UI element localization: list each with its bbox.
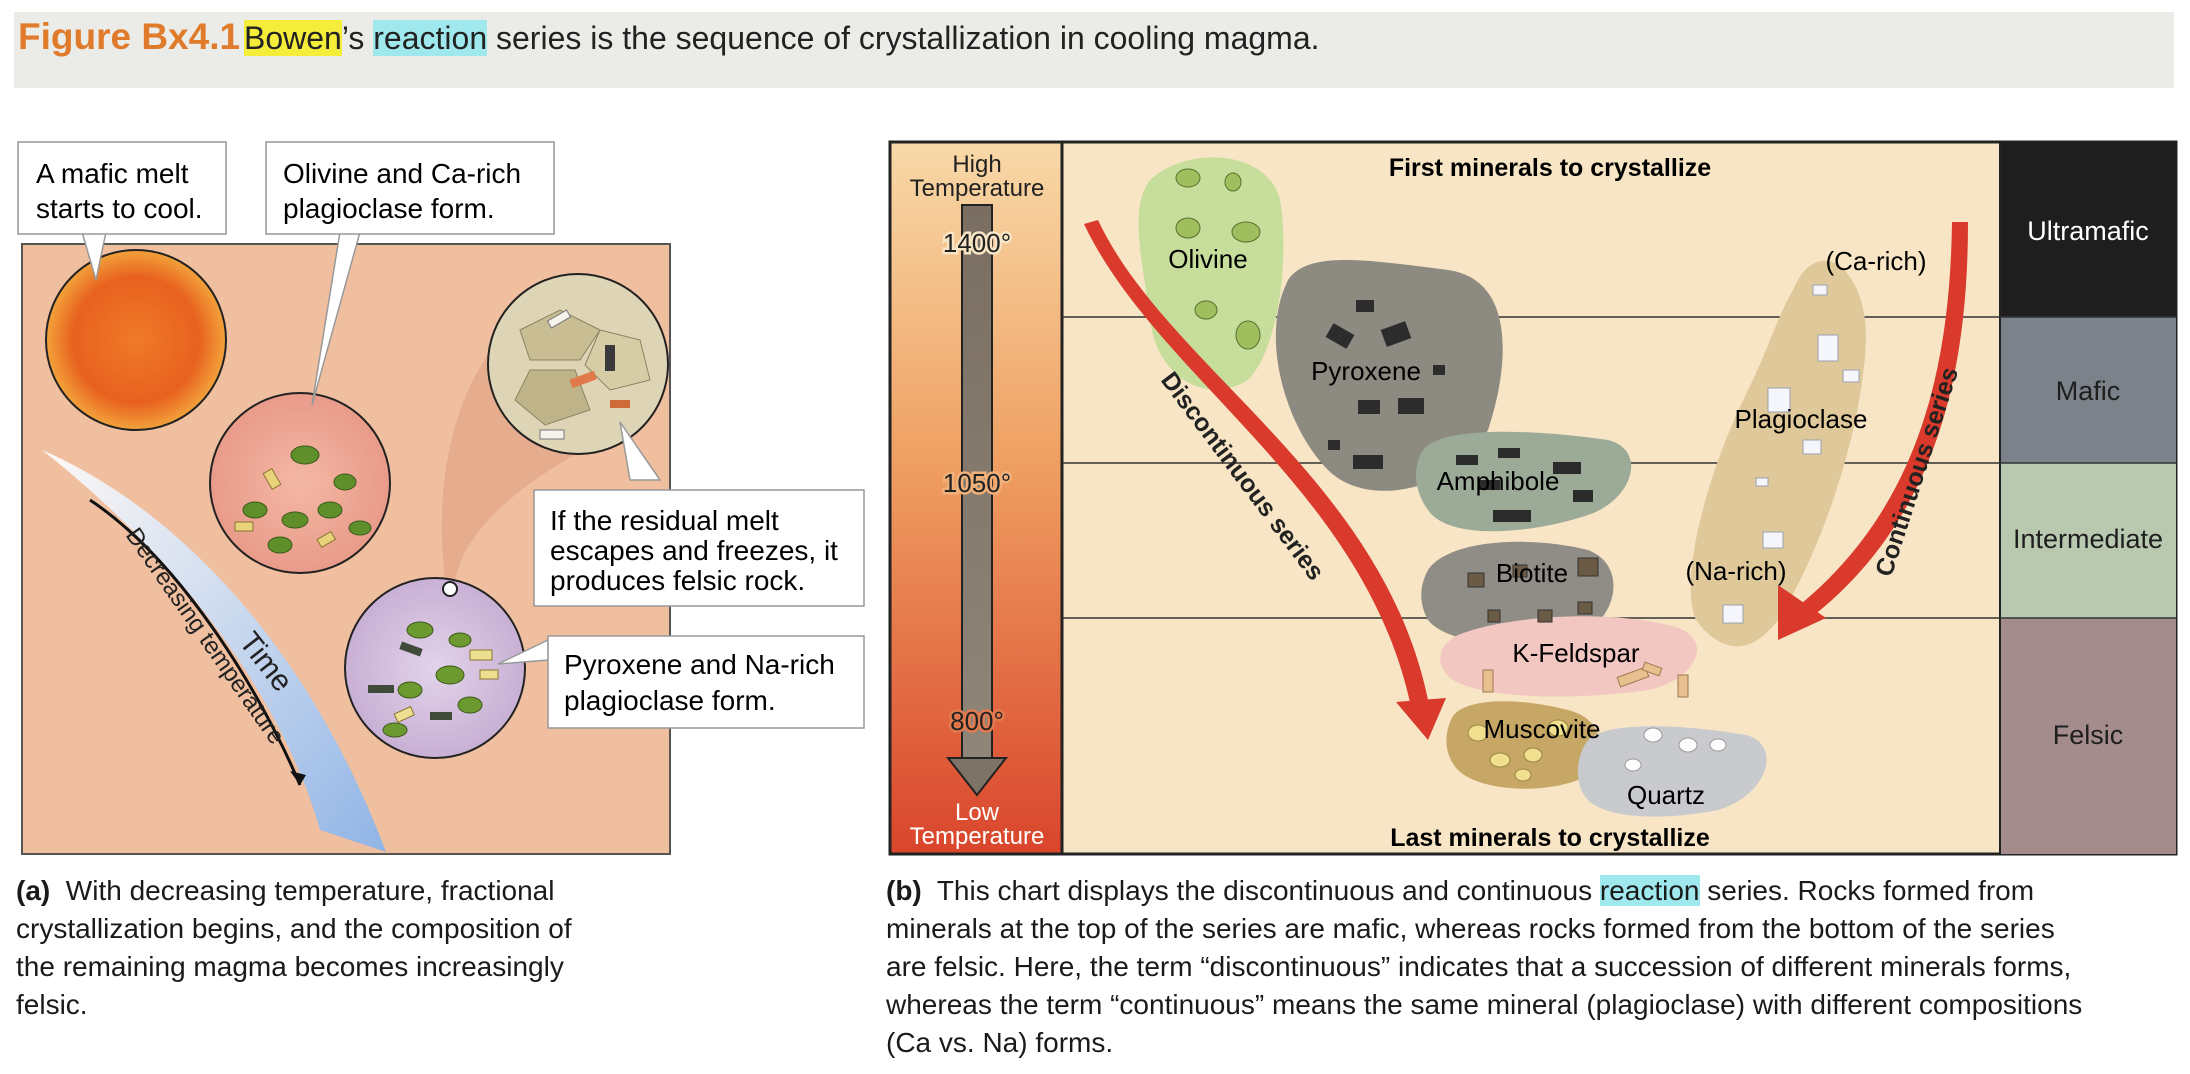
muscovite-crystals-chart — [1467, 719, 1569, 782]
mineral-muscovite: Muscovite — [1483, 714, 1600, 744]
mineral-pyroxene: Pyroxene — [1311, 356, 1421, 386]
panel-b-caption: (b) This chart displays the discontinuou… — [886, 872, 2186, 1062]
temperature-arrow-line — [89, 498, 302, 786]
temp-high-line-2: Temperature — [910, 175, 1045, 202]
panel-b-caption-line-1-pre: This chart displays the discontinuous an… — [936, 875, 1600, 906]
panel-a-caption-line-3: the remaining magma becomes increasingly — [16, 951, 564, 982]
panel-b-chart: High Temperature Low Temperature 1400° 1… — [888, 140, 2178, 856]
plagioclase-crystals-b — [393, 649, 499, 723]
rock-felsic — [2000, 618, 2176, 854]
sample-point — [442, 581, 458, 597]
felsic-rock-texture — [514, 309, 651, 440]
temp-high-line-1: High — [952, 151, 1001, 178]
time-arrow — [42, 450, 386, 852]
callout-3-line-1: If the residual melt — [550, 505, 779, 536]
mafic-melt-circle — [45, 249, 227, 431]
callout-3-pointer — [619, 421, 662, 481]
mineral-olivine: Olivine — [1168, 244, 1247, 274]
pyroxene-crystals — [368, 641, 452, 720]
biotite-crystals-chart — [1467, 557, 1599, 623]
temp-tick-1400: 1400° — [943, 228, 1011, 258]
mineral-amphibole: Amphibole — [1437, 466, 1560, 496]
panel-b-caption-line-1-post: series. Rocks formed from — [1699, 875, 2035, 906]
mineral-quartz: Quartz — [1627, 780, 1705, 810]
kfeldspar-crystals-chart — [1482, 661, 1689, 698]
panel-b-caption-line-5: (Ca vs. Na) forms. — [886, 1027, 1114, 1058]
temperature-arrow-head — [290, 771, 306, 785]
panel-a-caption-label: (a) — [16, 875, 51, 906]
olivine-crystals-b — [382, 621, 483, 738]
callout-2-line-1: Olivine and Ca-rich — [283, 158, 521, 189]
callout-2-box — [265, 141, 555, 235]
continuous-series-arrow — [1796, 222, 1968, 620]
first-minerals-label: First minerals to crystallize — [1389, 154, 1711, 182]
rock-label-mafic: Mafic — [2056, 376, 2121, 406]
mineral-na-rich: (Na-rich) — [1685, 556, 1786, 586]
mineral-biotite: Biotite — [1496, 558, 1568, 588]
quartz-crystals-chart — [1624, 727, 1727, 772]
rock-ultramafic — [2000, 142, 2176, 317]
pyroxene-crystals-chart — [1325, 300, 1445, 469]
plagioclase-crystals-chart — [1722, 284, 1860, 624]
discontinuous-series-arrow — [1084, 220, 1430, 712]
continuous-arrowhead — [1778, 585, 1826, 640]
panel-b-caption-label: (b) — [886, 875, 922, 906]
callout-4-line-1: Pyroxene and Na-rich — [564, 649, 835, 680]
panel-b-caption-line-4: whereas the term “continuous” means the … — [886, 989, 2083, 1020]
callout-3-line-3: produces felsic rock. — [550, 565, 805, 596]
callout-4-box — [547, 635, 865, 729]
temp-tick-1050: 1050° — [943, 468, 1011, 498]
thermometer-bar — [961, 204, 993, 761]
figure-title: Bowen’s reaction series is the sequence … — [244, 20, 1320, 57]
callout-4-line-2: plagioclase form. — [564, 685, 776, 716]
panel-a-diagram: Time Decreasing temperature — [17, 141, 865, 855]
panel-b-caption-line-2: minerals at the top of the series are ma… — [886, 913, 2055, 944]
figure-label: Figure Bx4.1 — [18, 16, 241, 57]
callout-3-box — [533, 489, 865, 607]
pyroxene-blob — [1275, 260, 1503, 491]
mineral-ca-rich: (Ca-rich) — [1825, 246, 1926, 276]
panel-a-caption: (a) With decreasing temperature, fractio… — [16, 872, 866, 1024]
plagioclase-crystals-a — [234, 468, 337, 549]
rock-label-felsic: Felsic — [2053, 720, 2124, 750]
rock-mafic — [2000, 317, 2176, 463]
highlight-bowen: Bowen — [244, 20, 342, 56]
temp-low-line-2: Temperature — [910, 823, 1045, 850]
title-rest: series is the sequence of crystallizatio… — [487, 20, 1320, 56]
olivine-plagioclase-circle — [209, 392, 391, 574]
discontinuous-arrowhead — [1396, 698, 1446, 740]
olivine-crystals — [242, 445, 372, 554]
temp-low-line-1: Low — [955, 799, 1000, 826]
mineral-kfeldspar: K-Feldspar — [1512, 638, 1639, 668]
highlight-reaction-caption: reaction — [1599, 875, 1700, 906]
rock-label-intermediate: Intermediate — [2013, 524, 2163, 554]
panel-a-caption-line-1: With decreasing temperature, fractional — [65, 875, 555, 906]
panel-b-caption-line-3: are felsic. Here, the term “discontinuou… — [886, 951, 2072, 982]
callout-1-box — [17, 141, 227, 235]
mineral-plagioclase: Plagioclase — [1735, 404, 1868, 434]
callout-1-line-2: starts to cool. — [36, 193, 203, 224]
amphibole-crystals-chart — [1456, 448, 1593, 522]
panel-a-caption-line-4: felsic. — [16, 989, 88, 1020]
panel-a-caption-line-2: crystallization begins, and the composit… — [16, 913, 572, 944]
callout-1-line-1: A mafic melt — [36, 158, 189, 189]
olivine-crystals-chart — [1175, 168, 1261, 350]
rock-label-ultramafic: Ultramafic — [2027, 216, 2149, 246]
callout-3-line-2: escapes and freezes, it — [550, 535, 838, 566]
pyroxene-plagioclase-circle — [344, 577, 526, 759]
highlight-reaction: reaction — [373, 20, 488, 56]
thermometer-arrowhead — [945, 757, 1009, 797]
temp-tick-800: 800° — [950, 706, 1004, 736]
callout-2-line-2: plagioclase form. — [283, 193, 495, 224]
title-possessive: ’s — [341, 20, 374, 56]
last-minerals-label: Last minerals to crystallize — [1390, 824, 1710, 852]
rock-intermediate — [2000, 463, 2176, 618]
